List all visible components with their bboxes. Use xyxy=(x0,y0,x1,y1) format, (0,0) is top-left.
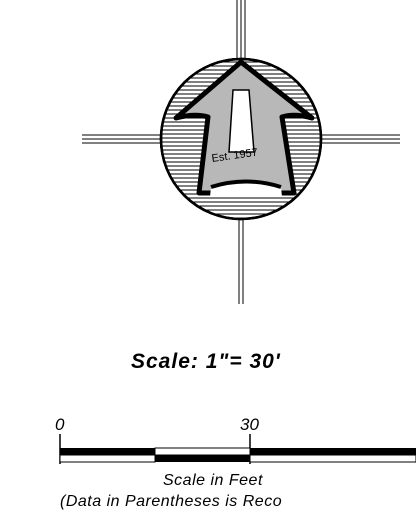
scale-caption: Scale in Feet xyxy=(163,472,263,489)
scale-label-thirty: 30 xyxy=(240,415,259,434)
parentheses-note: (Data in Parentheses is Reco xyxy=(60,493,282,510)
graphic-scale-bar: 0 30 xyxy=(55,415,416,464)
company-logo-seal: Est. 1957 xyxy=(159,57,323,221)
h-arrow-emblem xyxy=(173,59,315,197)
scale-label-zero: 0 xyxy=(55,415,65,434)
north-arrow-crosshair xyxy=(82,0,400,304)
scale-statement: Scale: 1"= 30' xyxy=(131,350,281,373)
